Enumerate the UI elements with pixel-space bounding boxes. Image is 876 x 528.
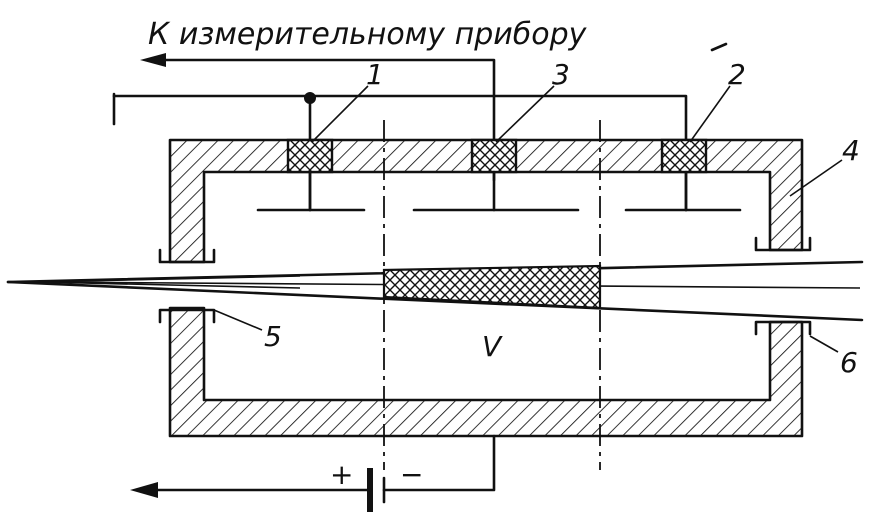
insulator-2 bbox=[660, 138, 708, 174]
insulator-1 bbox=[286, 138, 334, 174]
label-3: 3 bbox=[552, 58, 570, 91]
battery-circuit bbox=[130, 434, 496, 512]
leader-lines bbox=[213, 85, 843, 353]
label-4: 4 bbox=[842, 134, 860, 167]
battery-minus: − bbox=[400, 458, 423, 491]
exit-diaphragm bbox=[754, 236, 812, 336]
radiation-beam bbox=[6, 260, 864, 322]
battery-plus: + bbox=[330, 458, 353, 491]
electrodes bbox=[256, 170, 742, 212]
label-6: 6 bbox=[840, 346, 858, 379]
battery-arrow bbox=[130, 482, 158, 498]
label-2: 2 bbox=[728, 58, 746, 91]
label-volume: V bbox=[482, 330, 503, 363]
insulators bbox=[286, 138, 708, 174]
junction-dot bbox=[304, 92, 316, 104]
label-1: 1 bbox=[366, 58, 384, 91]
insulator-3 bbox=[470, 138, 518, 174]
measured-volume bbox=[382, 264, 602, 310]
stray-mark bbox=[710, 42, 728, 52]
caption-to-measuring-device: К измерительному прибору bbox=[148, 17, 588, 52]
label-5: 5 bbox=[264, 320, 282, 353]
